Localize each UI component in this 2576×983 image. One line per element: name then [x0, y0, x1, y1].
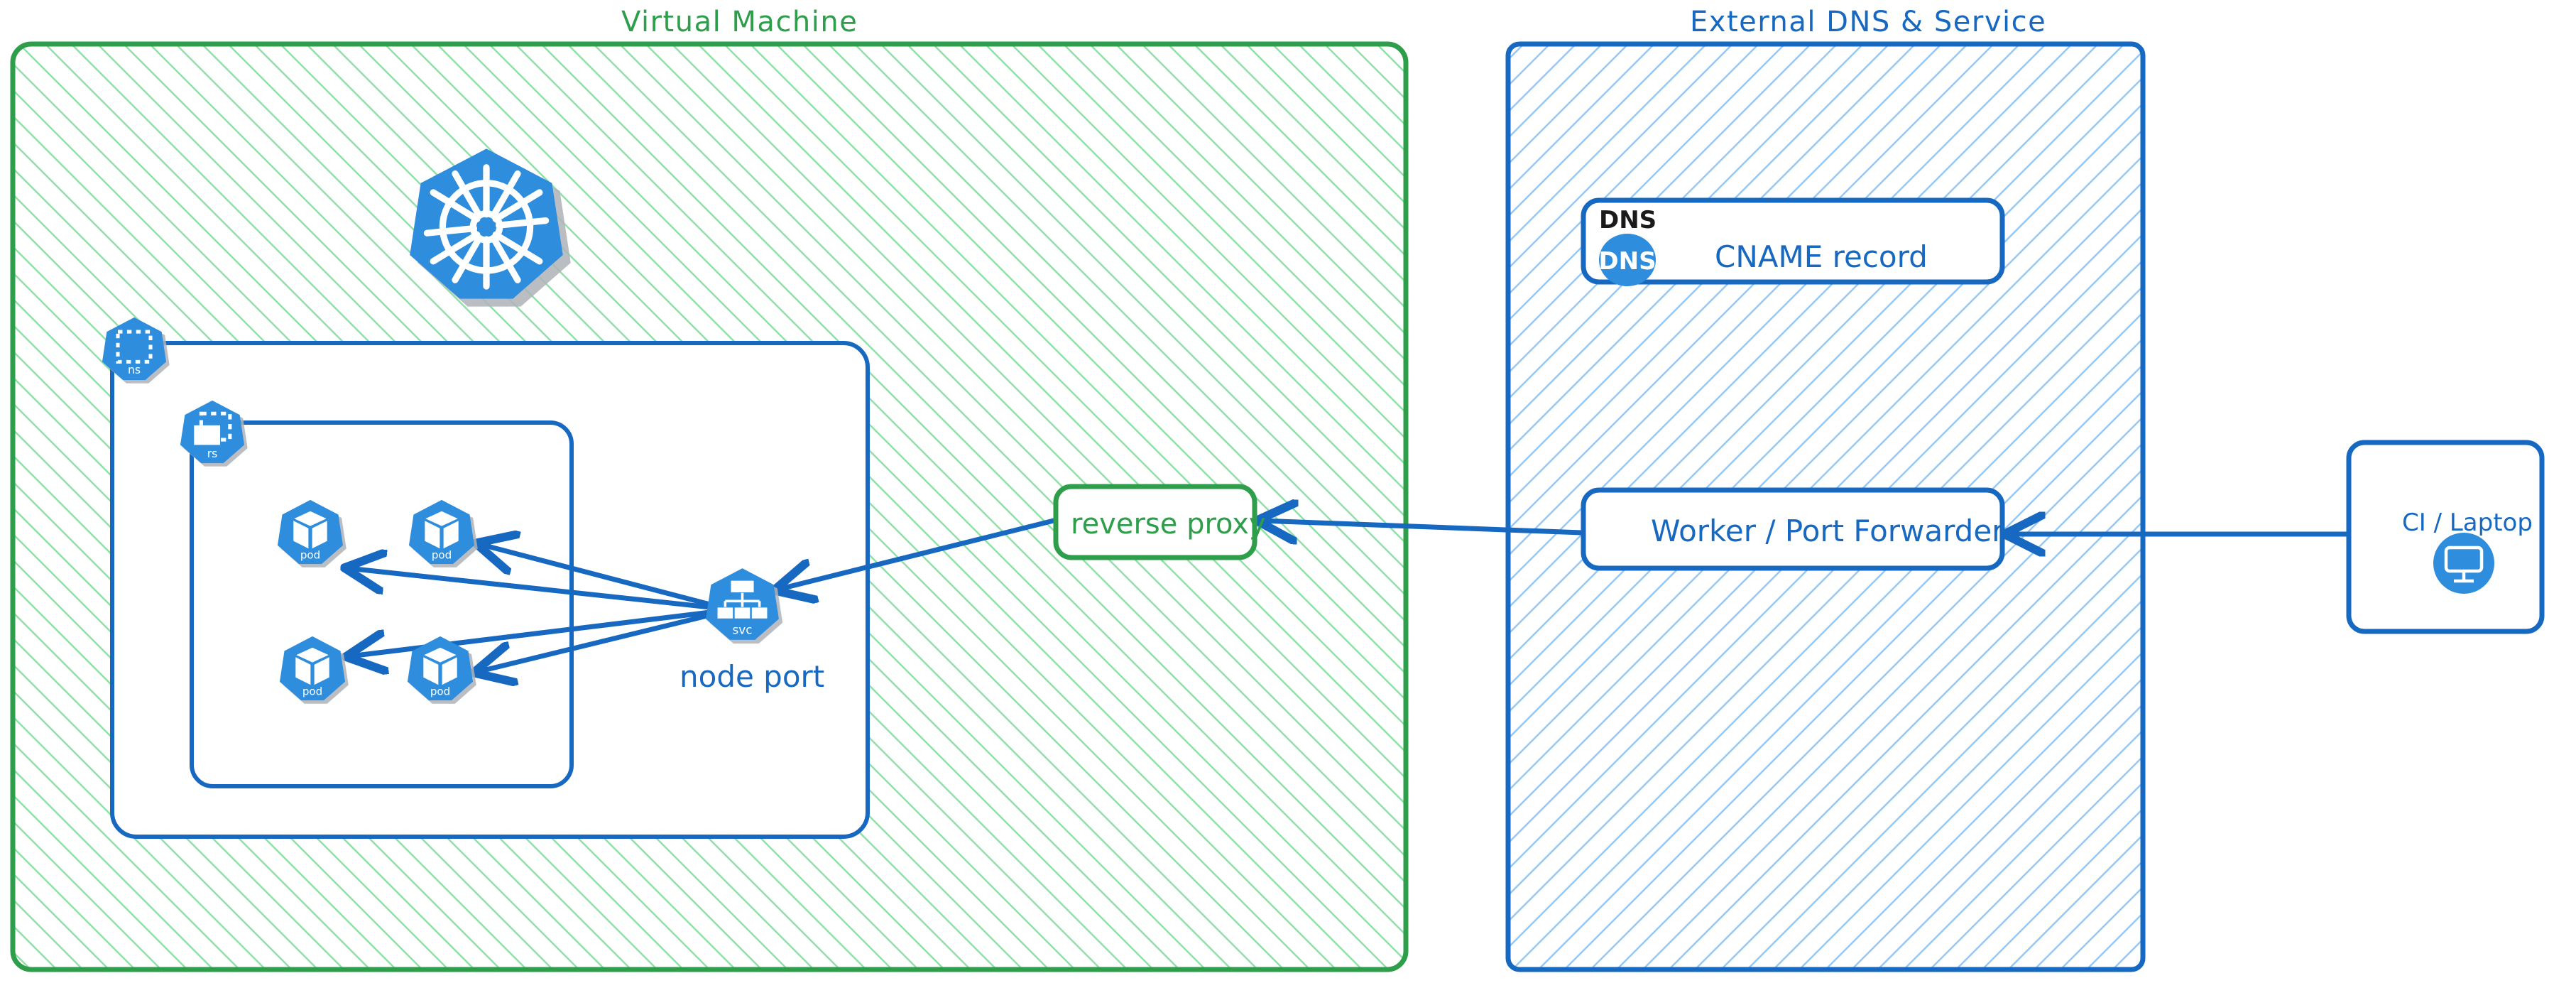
group-title-external-dns-service: External DNS & Service — [1690, 6, 2047, 38]
worker-port-forwarder-label: Worker / Port Forwarder — [1651, 514, 2004, 548]
worker-port-forwarder-box[interactable] — [1581, 487, 2005, 571]
edge-worker-to-reverse-proxy — [1260, 521, 1585, 533]
pod-icon-4: pod — [407, 636, 474, 701]
edge-svc-to-pod-2 — [479, 544, 713, 607]
service-icon: svc — [706, 568, 779, 640]
namespace-icon: ns — [102, 317, 167, 381]
replicaset-icon-label: rs — [207, 447, 218, 460]
ci-laptop-box[interactable] — [2346, 440, 2545, 634]
cname-record-box[interactable] — [1581, 197, 2005, 285]
dns-header-label: DNS — [1599, 206, 1657, 234]
node-port-caption: node port — [680, 659, 825, 694]
edge-group-service-to-pods — [348, 544, 713, 672]
pod-icon-label: pod — [302, 685, 322, 698]
pod-icon-3: pod — [279, 636, 346, 701]
edge-svc-to-pod-3 — [349, 609, 713, 656]
ci-laptop-label: CI / Laptop — [2402, 509, 2533, 537]
service-icon-label: svc — [733, 623, 753, 637]
pod-icon-1: pod — [277, 499, 344, 565]
dns-badge-icon: DNS — [1598, 234, 1657, 286]
dns-badge-label: DNS — [1598, 247, 1656, 276]
reverse-proxy-box[interactable] — [1053, 484, 1257, 560]
edge-svc-to-pod-4 — [477, 612, 713, 672]
namespace-icon-label: ns — [128, 363, 141, 376]
replicaset-container — [190, 420, 574, 788]
cname-record-label: CNAME record — [1715, 239, 1928, 274]
desktop-monitor-icon — [2433, 533, 2494, 594]
reverse-proxy-label: reverse proxy — [1071, 508, 1266, 541]
pod-icon-2: pod — [408, 499, 475, 565]
group-title-virtual-machine: Virtual Machine — [621, 6, 858, 38]
edge-svc-to-pod-1 — [348, 568, 713, 610]
kubernetes-wheel-icon — [410, 148, 563, 299]
edge-reverse-proxy-to-service — [777, 518, 1057, 590]
pod-icon-label: pod — [430, 685, 450, 698]
pod-icon-label: pod — [300, 549, 320, 562]
replicaset-icon: rs — [180, 400, 245, 464]
pod-icon-label: pod — [432, 549, 452, 562]
